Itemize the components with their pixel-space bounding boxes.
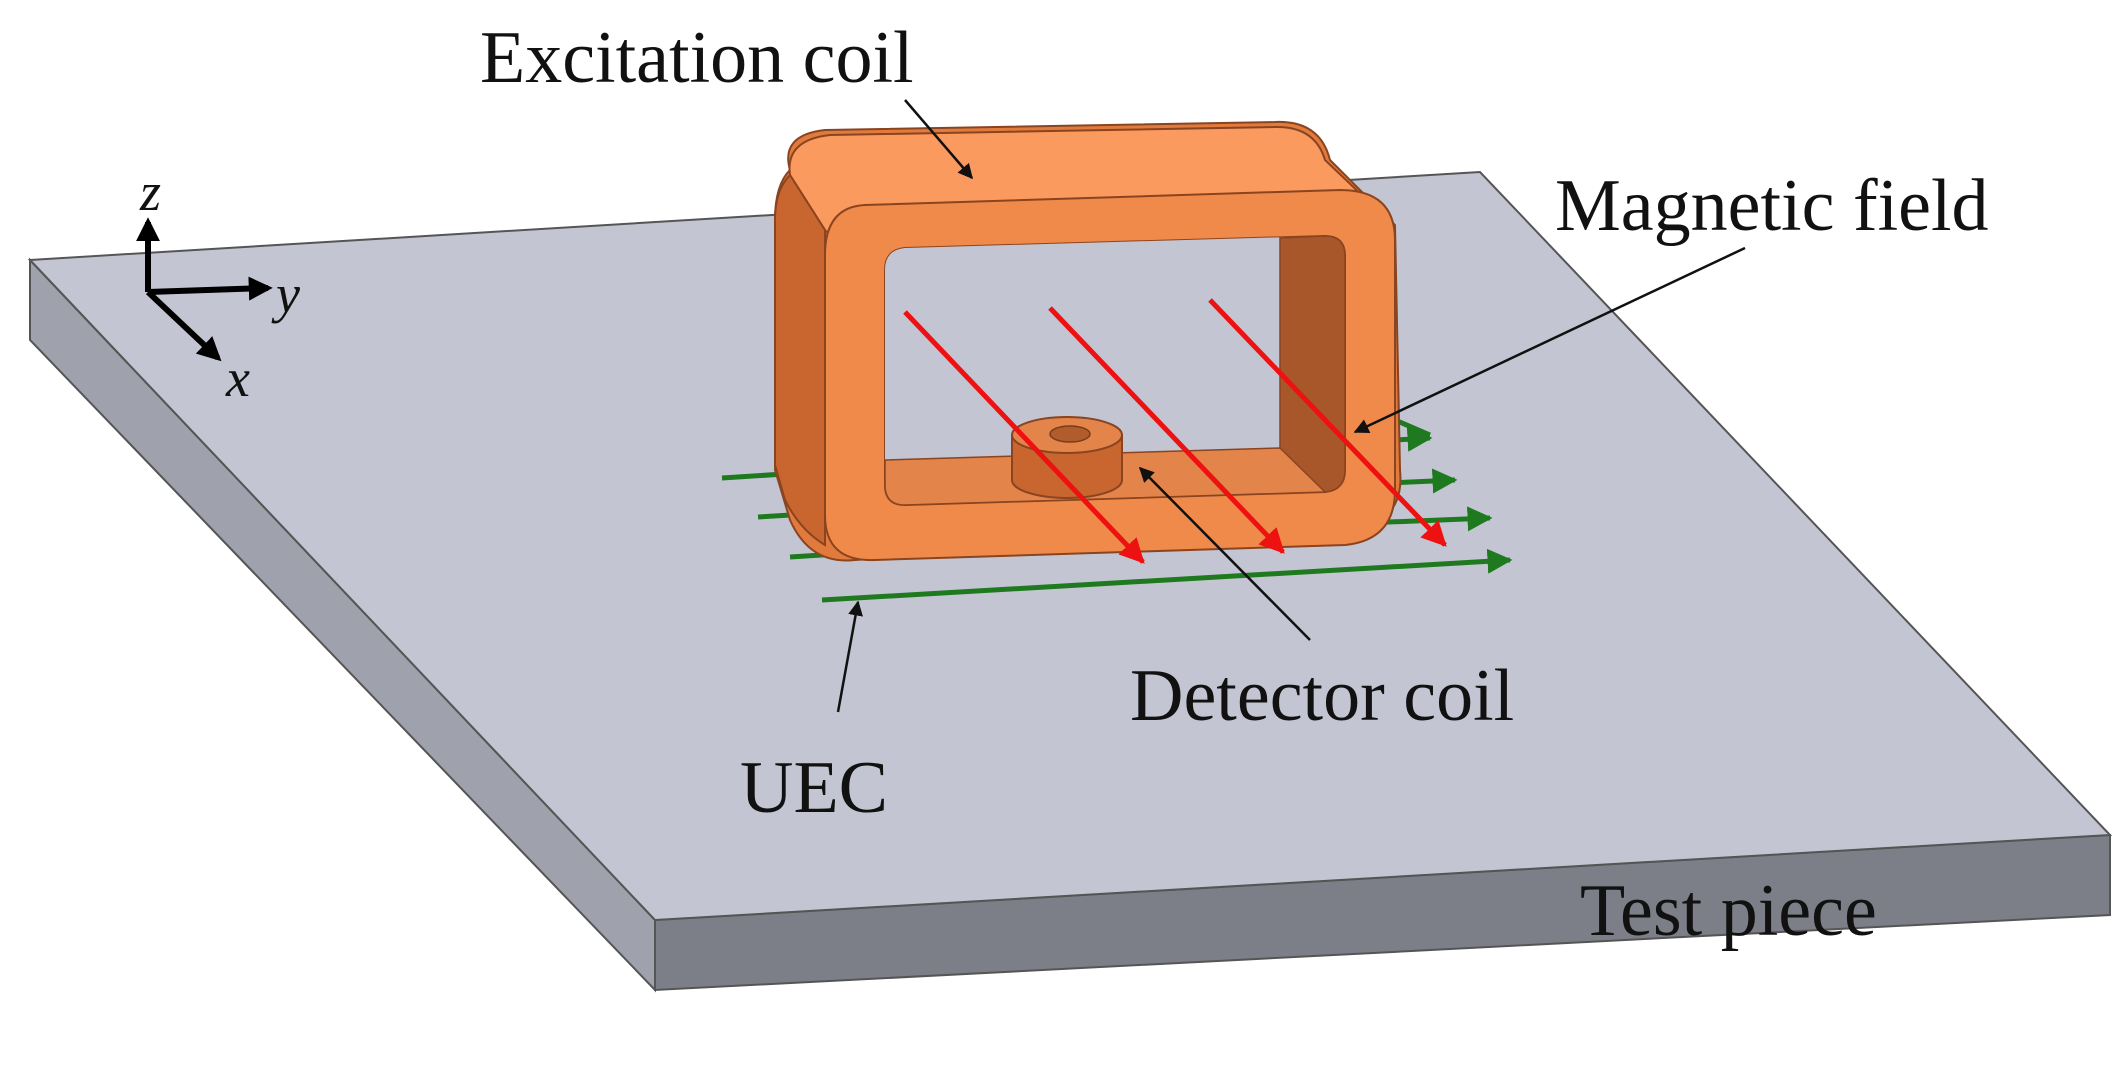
detector-coil-hole [1049,425,1091,443]
magnetic-field-arrow [903,310,1145,564]
detector-coil-leader [1138,466,1311,641]
coordinate-axes [136,217,273,362]
x-axis-arrow [145,289,222,362]
magnetic-field-arrows [903,298,1447,564]
leader-lines [836,99,1746,713]
magnetic-field-arrow [1048,306,1285,554]
excitation-coil-leader [904,99,973,180]
x-axis-label: x [225,348,250,408]
coil-window [885,236,1345,505]
eddy-current-arrow [821,548,1513,603]
excitation-coil-label: Excitation coil [480,17,914,99]
excitation-coil [774,120,1402,562]
z-axis-label: z [139,162,161,222]
uec-leader [836,600,863,713]
magnetic-field-arrow [1208,298,1447,547]
uec-label: UEC [740,747,888,829]
detector-coil [1011,416,1123,499]
coil-inner-right-wall [1279,235,1346,493]
magnetic-field-leader [1353,246,1746,434]
detector-coil-label: Detector coil [1130,655,1514,737]
y-axis-arrow [147,276,273,301]
y-axis-label: y [271,264,300,324]
magnetic-field-label: Magnetic field [1555,165,1989,247]
test-piece-label: Test piece [1580,870,1877,952]
coil-left-face [774,173,826,547]
